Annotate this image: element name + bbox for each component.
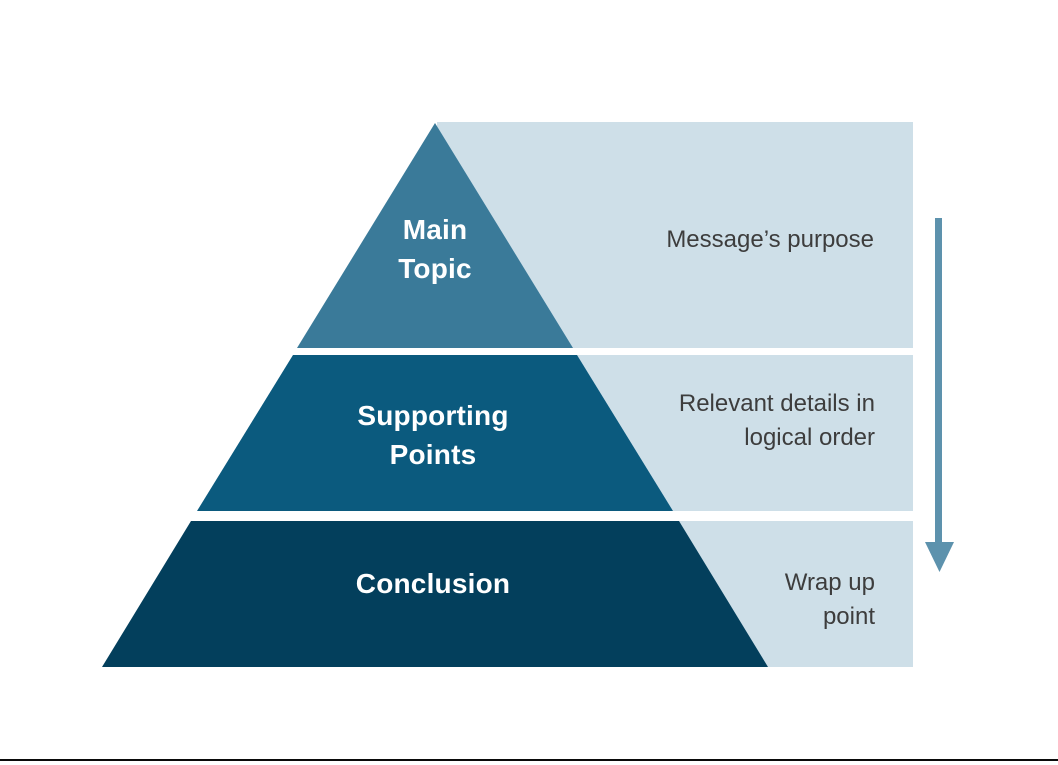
pyramid-tier-main-topic xyxy=(297,123,573,348)
tier-desc-main-topic: Message’s purpose xyxy=(666,226,874,253)
bottom-rule xyxy=(0,759,1058,761)
down-arrow-head xyxy=(925,542,954,572)
tier-label-supporting-points: Supporting Points xyxy=(357,400,509,470)
tier-label-main-topic: Main Topic xyxy=(398,214,472,284)
tier-label-conclusion: Conclusion xyxy=(355,568,511,599)
tier-desc-conclusion: Wrap up point xyxy=(784,569,875,630)
down-arrow-shaft xyxy=(935,218,942,546)
down-arrow-icon xyxy=(925,218,954,572)
pyramid-tier-supporting-points xyxy=(197,355,673,511)
tier-desc-supporting-points: Relevant details in logical order xyxy=(678,390,875,451)
pyramid-tier-conclusion xyxy=(102,521,768,667)
